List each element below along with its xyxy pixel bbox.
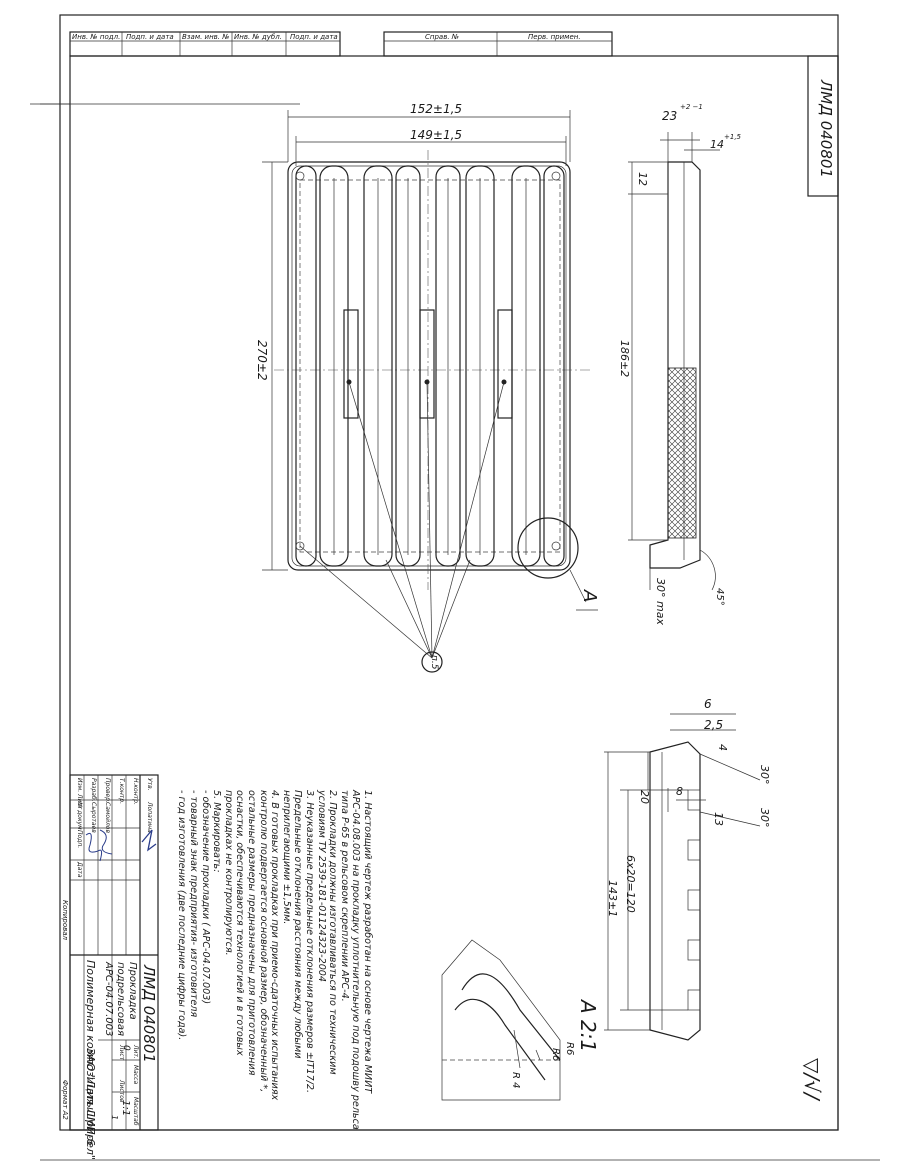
dim-width-inner: 149±1,5 (410, 128, 463, 142)
dim-side-14: 14 (710, 138, 724, 151)
title-block-code: ЛМД 040801 (140, 965, 158, 1063)
top-cell-vzam-inv: Взам. инв. № (182, 33, 230, 41)
title-block-scale-hdr: Масштаб (132, 1097, 139, 1126)
title-block-name-1: Прокладка (127, 962, 138, 1020)
top-cell-podp-data-2: Подп. и дата (290, 33, 338, 41)
dim-angle-30max: 30° max (654, 578, 667, 625)
note-line: АРС-04.08.003 на прокладку уплотнительну… (350, 790, 362, 1130)
title-row-3: Т.контр. (118, 778, 125, 805)
title-name-6: Лопатина (146, 802, 153, 833)
title-row-6: Утв. (146, 778, 153, 791)
title-block-name-3: АРС-04.07.003 (103, 962, 114, 1037)
top-cell-sprav: Справ. № (425, 33, 460, 41)
pad-side-view (628, 132, 720, 591)
note-line: 2. Прокладки должны изготавливаться по т… (327, 790, 339, 1075)
note-line: условиям ТУ 2539-181-01124323-2004 (315, 790, 327, 983)
dim-6: 6 (704, 697, 712, 711)
title-block-name-2: подрельсовая (115, 962, 126, 1037)
dim-width-outer: 152±1,5 (410, 102, 463, 116)
note-line: типа Р-65 в рельсовом скреплении АРС-4. (338, 790, 350, 1002)
note-line: 1. Настоящий чертеж разработан на основе… (362, 790, 373, 1094)
note-line: 3. Неуказанные предельные отклонения раз… (304, 790, 316, 1094)
top-strip-table (69, 31, 613, 57)
dim-20: 20 (638, 790, 651, 804)
title-col-date: Дата (76, 862, 83, 878)
title-format: Формат А2 (61, 1080, 69, 1120)
note-line: контролю подвергается основной размер, о… (257, 790, 269, 1093)
top-cell-podp-data: Подп. и дата (126, 33, 174, 41)
title-col-doc: № докум. (76, 802, 83, 832)
note-line: - обозначение прокладки ( АРС-04.07.003) (199, 790, 211, 1005)
title-row-1: Разраб. (90, 778, 97, 802)
dim-side-thickness-tol: +2 −1 (680, 103, 703, 111)
title-col-sign: Подп. (76, 830, 83, 849)
dim-side-186: 186±2 (618, 340, 631, 378)
pad-front-view (30, 103, 598, 673)
title-block-sheets-val: 1 (110, 1115, 119, 1121)
dim-side-12: 12 (636, 172, 649, 186)
radius-r6-b: R6 (550, 1048, 561, 1062)
note-line: - год изготовления (две последние цифры … (176, 790, 188, 1041)
dim-6x20: 6х20=120 (624, 855, 637, 913)
title-block-mass-hdr: Масса (132, 1065, 139, 1085)
callout-a: А (579, 590, 600, 603)
dim-8: 8 (676, 785, 683, 798)
title-row-2: Провер. (104, 778, 111, 803)
title-block-sheets-label: Листов (118, 1080, 125, 1103)
dim-4: 4 (716, 744, 729, 751)
title-block-company: ЗАО "Латышрирел" (84, 1048, 97, 1160)
dim-2-5: 2,5 (704, 718, 724, 732)
top-cell-perv: Перв. примен. (528, 33, 581, 41)
surface-finish-mark: ▽/√/ (800, 1058, 824, 1100)
radius-r6-a: R6 (564, 1042, 575, 1056)
note-line: прокладках не контролируются. (222, 790, 234, 956)
code-box-top (807, 55, 839, 197)
detail-a-view (441, 713, 761, 1101)
note-line: Предельные отклонения расстояния между л… (292, 790, 304, 1059)
note-line: 4. В готовых прокладках при приемо-сдато… (269, 790, 281, 1101)
technical-notes: 1. Настоящий чертеж разработан на основе… (176, 790, 374, 1130)
title-block-lit-hdr: Лит. (132, 1045, 139, 1059)
dim-angle-45: 45° (714, 588, 725, 606)
radius-r4: R 4 (510, 1072, 521, 1089)
note-line: оснастки, обеспечиваются технологией и в… (234, 790, 246, 1056)
dim-side-thickness: 23 (662, 109, 678, 123)
title-name-1: Сыротаев (90, 802, 97, 833)
title-block-sheet-label: Лист (118, 1045, 125, 1061)
drawing-code-top: ЛМД 040801 (817, 80, 835, 178)
dim-13: 13 (712, 812, 725, 826)
dim-30a: 30° (758, 765, 771, 785)
item-p5-balloon: п.5 (429, 655, 439, 670)
note-line: - товарный знак предприятия- изготовител… (188, 790, 200, 1018)
title-name-2: Самойлов (104, 802, 111, 834)
note-line: неприлегающими ±1,5мм. (280, 790, 292, 925)
dim-length: 270±2 (255, 340, 269, 381)
dim-side-14-tol: +1,5 (724, 133, 741, 141)
dim-143: 143±1 (606, 880, 619, 918)
note-line: остальные размеры предназначены для приг… (246, 790, 258, 1076)
title-block (69, 774, 159, 1131)
dim-30b: 30° (758, 808, 771, 828)
note-line: 5. Маркировать: (211, 790, 223, 873)
detail-scale-label: А 2:1 (576, 1000, 600, 1053)
title-row-5: Н.контр. (132, 778, 139, 805)
title-kopiroval: Копировал (61, 900, 69, 940)
top-cell-inv-podl: Инв. № подл. (72, 33, 121, 41)
top-cell-inv-dubl: Инв. № дубл. (234, 33, 282, 41)
